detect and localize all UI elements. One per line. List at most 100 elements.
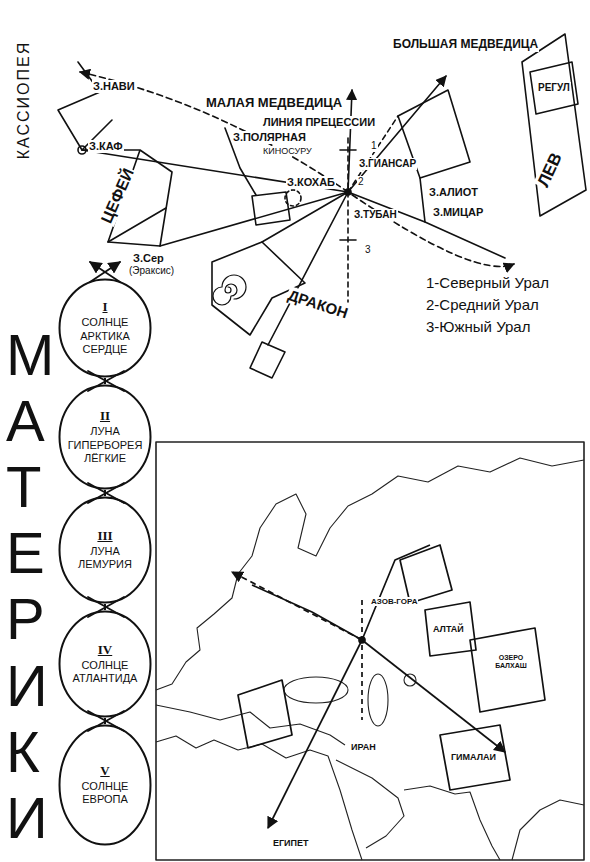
map-overlay (440, 725, 510, 790)
map-label: ГИМАЛАИ (450, 752, 497, 762)
helix-oval: V СОЛНЦЕ ЕВРОПА (58, 724, 152, 846)
mizar-line (348, 192, 505, 258)
draco-head (250, 342, 285, 378)
vertical-title: МАТЕРИКИ (6, 322, 64, 851)
ural-tick (340, 149, 356, 151)
map-label: АЛТАЙ (432, 624, 465, 634)
helix-link (104, 378, 106, 384)
map-overlay (400, 545, 452, 603)
key-entry: 2-Средний Урал (425, 296, 540, 313)
map-overlay (470, 628, 545, 712)
helix-oval: II ЛУНА ГИПЕРБОРЕЯ ЛЁГКИЕ (58, 384, 152, 490)
star-name: З.КАФ (88, 140, 124, 153)
constellation-name: ДРАКОН (285, 286, 351, 322)
star-name: З.НАВИ (92, 80, 136, 93)
oval-content: IV СОЛНЦЕ АТЛАНТИДА (58, 610, 152, 718)
node-text: СОЛНЦЕ ЕВРОПА (65, 780, 145, 806)
map-label: ОЗЕРО БАЛХАШ (488, 654, 534, 670)
map-overlay (238, 680, 292, 748)
constellation-name: МАЛАЯ МЕДВЕДИЦА (205, 96, 343, 111)
star-name: РЕГУЛ (537, 82, 571, 94)
map-overlay (362, 545, 430, 640)
star-map (58, 34, 586, 378)
regulus-box (530, 62, 578, 114)
star-name: (Эраксис) (128, 265, 175, 277)
map-frame (156, 442, 584, 860)
star-name: З.МИЦАР (432, 206, 484, 219)
star-name: З.Сер (132, 252, 165, 265)
ural-dashed-line (347, 138, 349, 302)
star-name: З.ТУБАН (353, 209, 398, 221)
coastline (404, 786, 500, 860)
star-name: КИНОСУРУ (262, 146, 313, 156)
oval-content: V СОЛНЦЕ ЕВРОПА (58, 724, 152, 846)
node-text: СОЛНЦЕ АТЛАНТИДА (65, 659, 145, 685)
map-overlay (252, 585, 362, 640)
callout-number: 3 (364, 244, 372, 256)
map-overlay (359, 637, 365, 643)
helix-link (104, 490, 106, 496)
precession-label: ЛИНИЯ ПРЕЦЕССИИ (262, 116, 376, 129)
callout-number: 2 (357, 176, 365, 188)
roman-numeral: II (100, 409, 110, 423)
star-name: З.АЛИОТ (428, 186, 479, 199)
precession-line (80, 72, 514, 266)
key-entry: 3-Южный Урал (425, 318, 531, 335)
oval-content: I СОЛНЦЕ АРКТИКА СЕРДЦЕ (58, 278, 152, 378)
leo-figure (522, 34, 586, 216)
black-sea (284, 677, 348, 703)
map-overlay (361, 600, 363, 720)
star-name: З.ПОЛЯРНАЯ (232, 131, 307, 144)
oval-outline (60, 386, 151, 489)
roman-numeral: IV (98, 643, 112, 657)
map-overlay (425, 602, 476, 656)
callout-number: 1 (370, 140, 378, 152)
oval-outline (60, 612, 151, 717)
helix-oval: IV СОЛНЦЕ АТЛАНТИДА (58, 610, 152, 718)
map-label: ИРАН (350, 742, 377, 752)
kokhab-circle (285, 190, 301, 206)
roman-numeral: III (97, 529, 112, 543)
caspian-sea (368, 674, 388, 726)
node-text: ЛУНА ГИПЕРБОРЕЯ ЛЁГКИЕ (65, 425, 145, 465)
coastline (512, 800, 584, 860)
cepheus-figure (82, 150, 172, 246)
node-text: ЛУНА ЛЕМУРИЯ (65, 545, 145, 571)
constellation-name: КАССИОПЕЯ (15, 40, 33, 160)
constellation-name: ЛЕВ (533, 149, 567, 191)
oval-outline (60, 280, 151, 377)
roman-numeral: V (100, 764, 109, 778)
draco-line (268, 192, 348, 345)
coastline (156, 705, 345, 745)
oval-content: III ЛУНА ЛЕМУРИЯ (58, 496, 152, 604)
map-overlay (362, 640, 505, 752)
coastline (156, 458, 584, 690)
roman-numeral: I (102, 300, 107, 314)
helix-link (104, 718, 106, 724)
map-label: ЕГИПЕТ (272, 838, 310, 848)
coastline (156, 736, 362, 860)
oval-content: II ЛУНА ГИПЕРБОРЕЯ ЛЁГКИЕ (58, 384, 152, 490)
map-overlay (232, 545, 545, 828)
key-entry: 1-Северный Урал (425, 274, 550, 291)
helix-oval: I СОЛНЦЕ АРКТИКА СЕРДЦЕ (58, 278, 152, 378)
star-name: З.КОХАБ (286, 176, 336, 189)
draco-spiral (213, 275, 246, 305)
constellation-name: БОЛЬШАЯ МЕДВЕДИЦА (392, 38, 539, 52)
map-label: АЗОВ-ГОРА (370, 597, 418, 606)
node-text: СОЛНЦЕ АРКТИКА СЕРДЦЕ (65, 316, 145, 356)
cassiopeia-figure (58, 62, 112, 150)
map-overlay (268, 640, 362, 828)
big-dipper-handle (420, 178, 425, 222)
map-overlay (232, 572, 362, 640)
eurasia-map (156, 442, 584, 860)
helix-oval: III ЛУНА ЛЕМУРИЯ (58, 496, 152, 604)
cepheus-draco-line (160, 192, 348, 246)
star-name: З.ГИАНСАР (358, 158, 417, 170)
ural-tick (340, 239, 356, 241)
oval-outline (60, 726, 151, 845)
constellation-name: ЦЕФЕЙ (97, 165, 138, 227)
